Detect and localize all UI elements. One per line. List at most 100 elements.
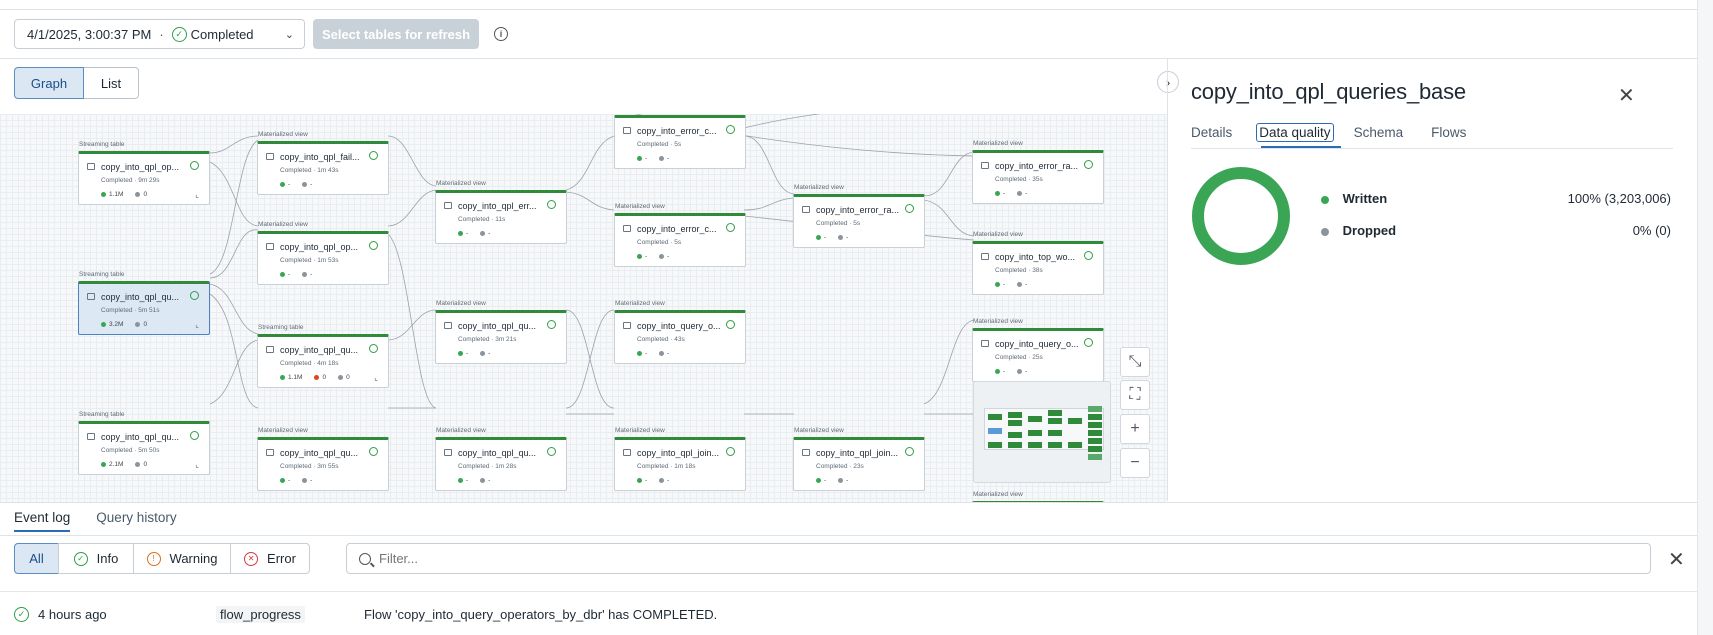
node-dropped-count: -	[667, 155, 670, 162]
filter-error-button[interactable]: ✕Error	[230, 543, 310, 574]
fit-view-button[interactable]: ⤡	[1120, 347, 1150, 377]
top-divider	[0, 9, 1713, 10]
zoom-in-button[interactable]: +	[1120, 414, 1150, 444]
tab-schema[interactable]: Schema	[1353, 124, 1404, 140]
table-icon	[623, 127, 631, 134]
chart-icon[interactable]: ⌞	[374, 373, 378, 382]
graph-node[interactable]: Materialized view	[972, 491, 1104, 502]
dropped-dot	[838, 478, 844, 483]
minimap[interactable]	[973, 381, 1111, 483]
node-dropped-count: -	[310, 271, 313, 278]
event-row[interactable]: ✓ 4 hours ago flow_progress Flow 'copy_i…	[14, 603, 1694, 625]
table-icon	[444, 202, 452, 209]
run-selector-dropdown[interactable]: 4/1/2025, 3:00:37 PM · ✓ Completed ⌄	[14, 19, 305, 49]
node-title: copy_into_qpl_qu...	[280, 345, 359, 355]
check-circle-icon	[190, 431, 199, 440]
table-icon	[266, 449, 274, 456]
edge	[743, 197, 795, 211]
node-type-label: Materialized view	[436, 427, 486, 434]
node-status: Completed · 3m 55s	[280, 463, 339, 470]
graph-panel: Graph List	[0, 59, 1167, 502]
check-circle-icon	[190, 291, 199, 300]
node-dropped-count: -	[846, 234, 849, 241]
close-event-log-icon[interactable]: ✕	[1668, 549, 1685, 571]
tab-flows[interactable]: Flows	[1431, 124, 1467, 140]
node-written-count: -	[645, 350, 648, 357]
minimap-viewport[interactable]	[984, 408, 1104, 450]
check-circle-icon	[1084, 160, 1093, 169]
node-status: Completed · 1m 43s	[280, 167, 339, 174]
chart-icon[interactable]: ⌞	[195, 320, 199, 329]
node-status: Completed · 9m 29s	[101, 177, 160, 184]
tab-data-quality[interactable]: Data quality	[1256, 122, 1334, 142]
node-status: Completed · 38s	[995, 267, 1043, 274]
collapse-panel-button[interactable]: ›	[1157, 71, 1179, 93]
node-status: Completed · 23s	[816, 463, 864, 470]
close-icon[interactable]: ✕	[1618, 85, 1635, 107]
info-icon[interactable]: i	[494, 27, 508, 41]
node-type-label: Materialized view	[258, 427, 308, 434]
node-stats: --	[458, 350, 490, 357]
filter-warning-button[interactable]: !Warning	[133, 543, 231, 574]
node-type-label: Materialized view	[615, 203, 665, 210]
table-icon	[87, 163, 95, 170]
filter-all-button[interactable]: All	[14, 543, 59, 574]
graph-view-button[interactable]: Graph	[14, 67, 84, 99]
list-view-button[interactable]: List	[84, 67, 139, 99]
chart-icon[interactable]: ⌞	[195, 460, 199, 469]
filter-info-button[interactable]: ✓Info	[58, 543, 134, 574]
graph-node[interactable]: copy_into_error_c...Completed · 5s--	[614, 115, 746, 169]
node-dropped-count: 0	[143, 461, 148, 468]
check-circle-icon	[726, 125, 735, 134]
node-written-count: 2.1M	[109, 461, 124, 468]
tab-event-log[interactable]: Event log	[14, 510, 71, 532]
tab-details[interactable]: Details	[1191, 124, 1233, 140]
edge	[209, 135, 259, 154]
node-type-label: Materialized view	[436, 180, 486, 187]
fullscreen-button[interactable]: ⛶	[1120, 380, 1150, 410]
dropped-label: Dropped	[1342, 223, 1397, 238]
node-title: copy_into_qpl_qu...	[101, 432, 180, 442]
edge	[743, 114, 821, 129]
event-log-tabs: Event log Query history	[14, 510, 203, 532]
written-dot	[816, 478, 821, 483]
table-icon	[802, 449, 810, 456]
check-circle-icon	[726, 223, 735, 232]
chart-icon[interactable]: ⌞	[195, 190, 199, 199]
table-icon	[266, 243, 274, 250]
node-type-label: Materialized view	[615, 427, 665, 434]
filter-input[interactable]	[379, 551, 1579, 566]
node-title: copy_into_qpl_op...	[101, 162, 180, 172]
node-status: Completed · 11s	[458, 216, 506, 223]
dropped-dot	[480, 478, 486, 483]
written-dot	[995, 369, 1000, 374]
edge	[387, 233, 437, 409]
vertical-scrollbar[interactable]	[1697, 0, 1713, 635]
written-label: Written	[1342, 191, 1388, 206]
table-icon	[444, 322, 452, 329]
select-tables-for-refresh-button[interactable]: Select tables for refresh	[313, 19, 479, 49]
dropped-dot	[1321, 227, 1329, 236]
zoom-out-button[interactable]: −	[1120, 448, 1150, 478]
tab-query-history[interactable]: Query history	[96, 510, 177, 525]
check-circle-icon: ✓	[73, 551, 88, 566]
node-type-label: Streaming table	[79, 411, 125, 418]
